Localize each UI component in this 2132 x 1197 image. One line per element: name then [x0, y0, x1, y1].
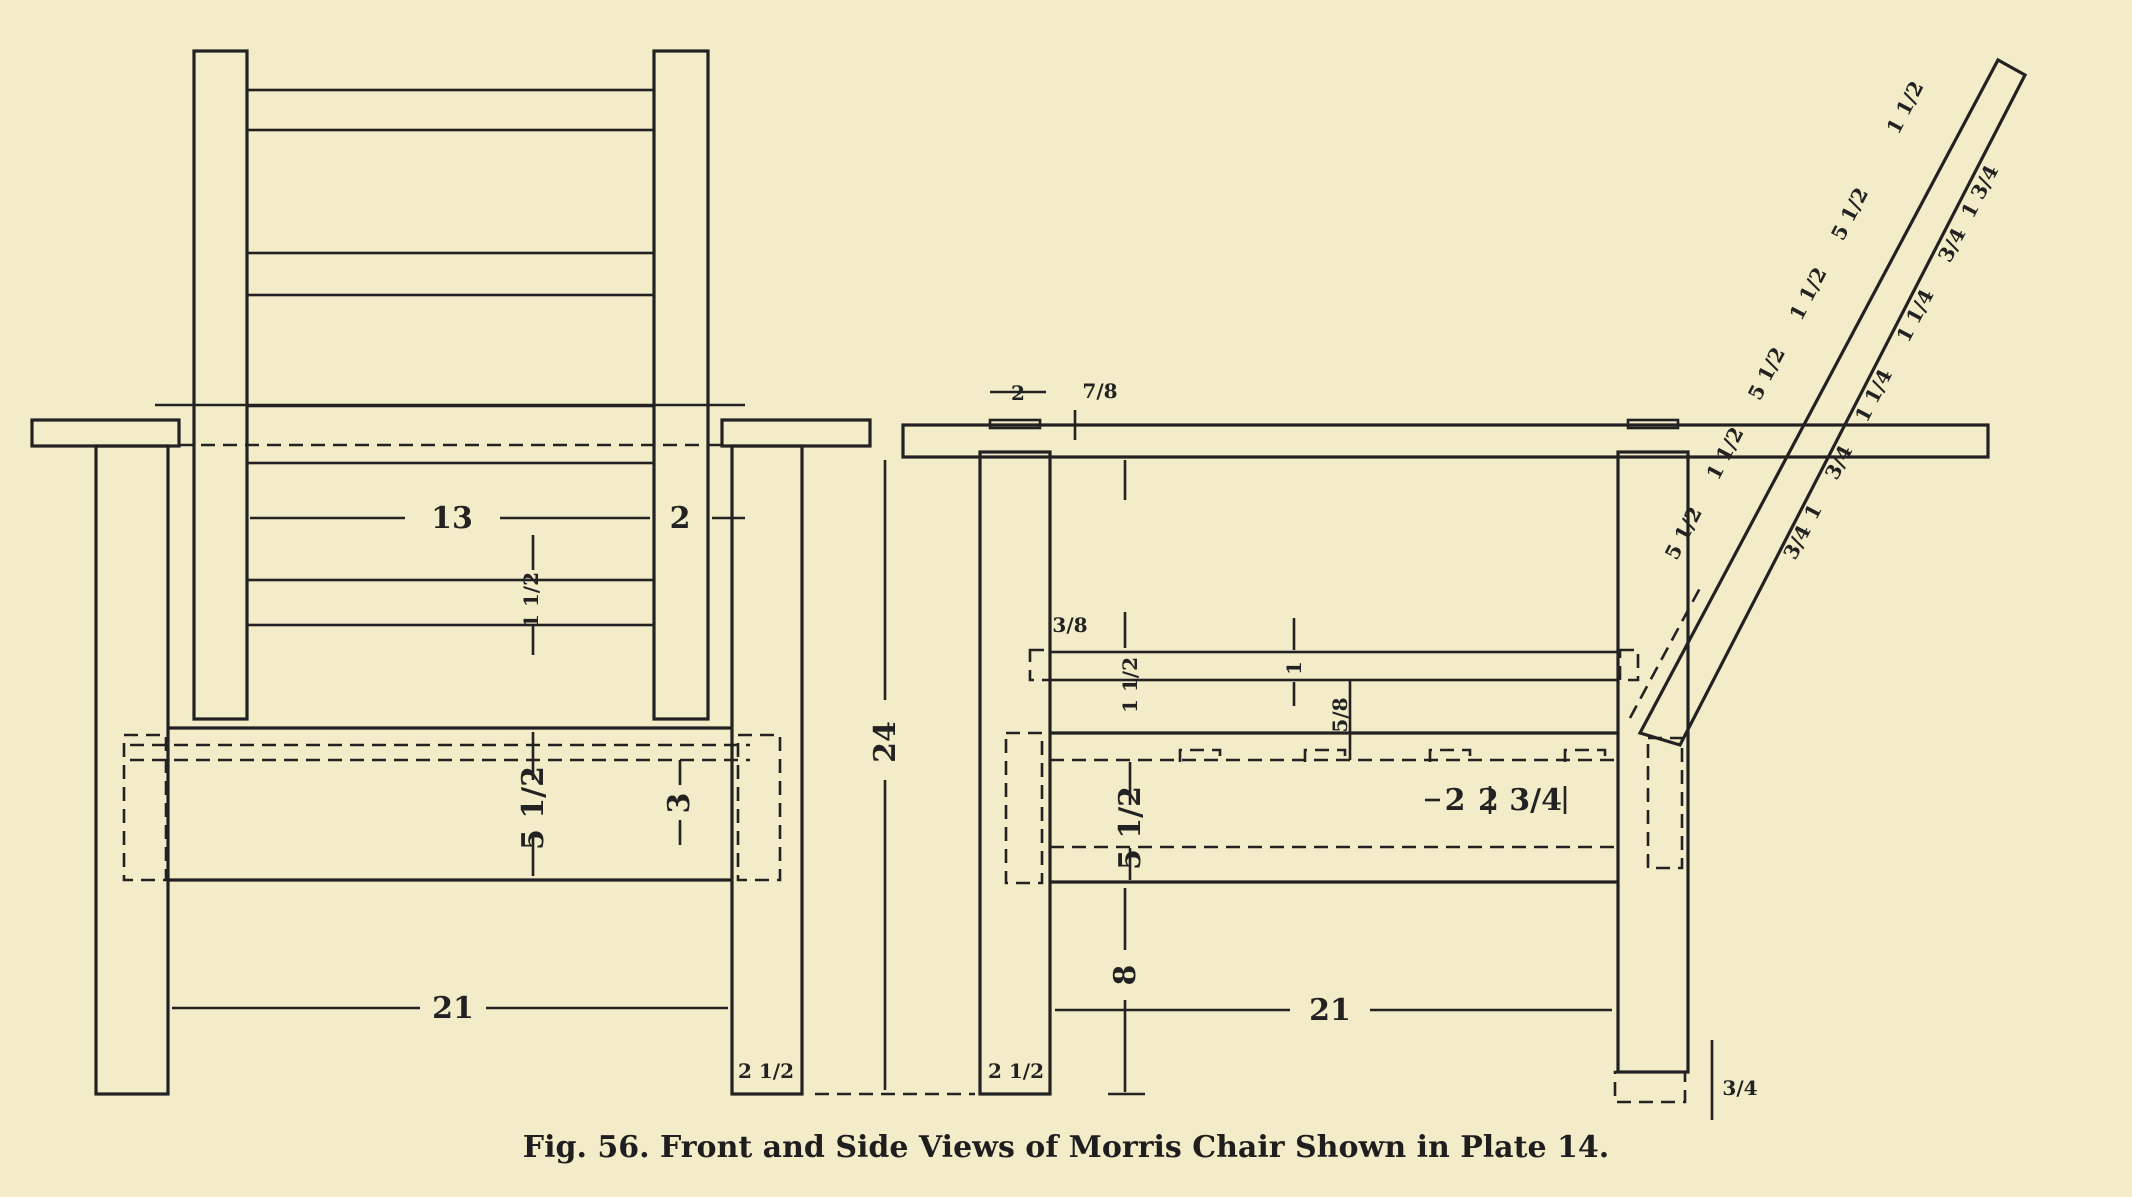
peg-notch-2 [1303, 748, 1347, 762]
peg-notch-1 [1178, 748, 1222, 762]
dim-leg-height: 8 [1108, 965, 1143, 986]
back-dim: 1 1/2 [1701, 423, 1748, 484]
back-dim: 3/4 [1820, 441, 1858, 483]
front-leg-left [94, 444, 170, 1096]
back-post-left [192, 49, 249, 721]
arm-right [720, 418, 872, 448]
arm-left [30, 418, 181, 448]
back-post-right [652, 49, 710, 721]
back-slat-1 [245, 88, 656, 132]
dim-slot: 5/8 [1328, 697, 1352, 732]
dim-arm-thick: 7/8 [1082, 379, 1117, 403]
arm-post-cap-front [988, 418, 1042, 430]
side-leg-front [978, 450, 1052, 1096]
back-dim: 5 1/2 [1743, 343, 1790, 404]
dim-leg-width-side: 2 1/2 [988, 1059, 1044, 1083]
tenon-upper-front [1028, 648, 1052, 682]
dim-leg-span-side: 21 [1309, 993, 1351, 1028]
back-dims: 5 1/2 5 1/2 5 1/2 1 1/2 1 1/2 3/4 1 3/4 … [1660, 77, 2003, 564]
front-leg-right [730, 444, 804, 1096]
dim-small: 3 [662, 793, 697, 814]
dim-back-width: 13 [431, 501, 473, 536]
dim-peg-gap: 2 3/4 [1478, 783, 1562, 818]
tenon-right [736, 733, 782, 882]
tenon-front [1004, 731, 1044, 885]
dim-leg-width: 2 1/2 [738, 1059, 794, 1083]
back-dim: 1 1/4 [1850, 365, 1897, 426]
tenon-left [122, 733, 168, 882]
back-dim: 1 1/4 [1891, 285, 1938, 346]
dim-rail: 5 1/2 [516, 766, 551, 850]
back-dim: 3/4 [1933, 224, 1971, 266]
dim-rail-side: 5 1/2 [1113, 786, 1148, 870]
arm-post-cap-back [1626, 418, 1680, 430]
dim-rail-gap: 1 1/2 [1118, 657, 1142, 713]
back-dim: 5 1/2 [1826, 183, 1873, 244]
back-slat-4 [245, 578, 656, 627]
peg-notch-3 [1428, 748, 1472, 762]
reclining-back [1637, 57, 2028, 747]
side-arm [901, 423, 1990, 459]
dim-foot: 3/4 [1722, 1076, 1757, 1100]
side-leg-back [1616, 450, 1690, 1074]
dim-post: 2 [670, 501, 691, 536]
back-dim: 1 3/4 [1956, 161, 2003, 222]
back-pivot-hidden [1628, 587, 1702, 719]
dim-leg-span: 21 [432, 991, 474, 1026]
back-dim: 1 1/2 [1784, 263, 1831, 324]
foot-hidden [1613, 1070, 1687, 1104]
back-slat-2 [245, 251, 656, 297]
side-view: 2 7/8 3/8 1 1/2 1 5/8 5 1/2 2 2 3/4 8 21… [901, 57, 2028, 1120]
tenon-upper-back [1618, 648, 1640, 682]
dim-rail-thick: 1 [1282, 661, 1306, 675]
back-dim: 1 1/2 [1881, 77, 1928, 138]
dim-peg: 2 [1445, 783, 1466, 818]
figure-caption: Fig. 56. Front and Side Views of Morris … [522, 1130, 1610, 1165]
dim-top-gap: 3/8 [1052, 613, 1087, 637]
back-dim: 3/4 [1778, 521, 1816, 563]
back-dim: 5 1/2 [1660, 503, 1707, 564]
back-dim: 1 [1799, 500, 1827, 523]
peg-notch-4 [1563, 748, 1607, 762]
back-slat-3 [245, 404, 656, 465]
tenon-back [1646, 736, 1684, 870]
dim-total-height: 24 [868, 721, 903, 763]
front-view: 13 2 1 1/2 5 1/2 3 21 2 1/2 24 [30, 49, 975, 1096]
dim-slat-gap: 1 1/2 [519, 572, 543, 628]
